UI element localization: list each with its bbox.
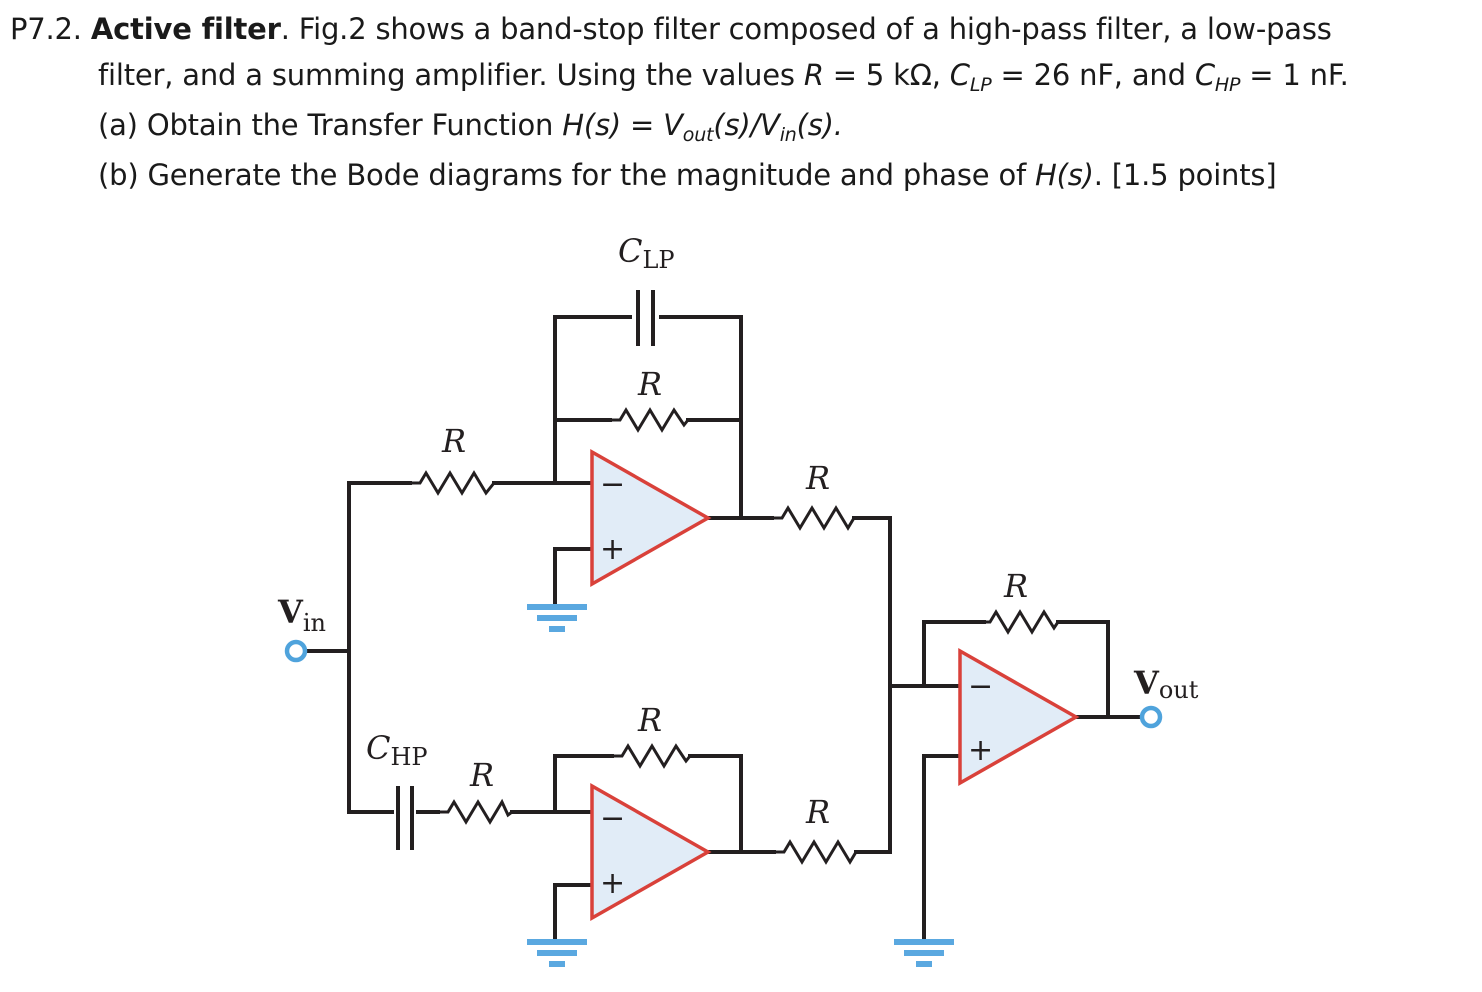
wire-hp-feedback-left	[553, 754, 614, 814]
problem-statement: P7.2. Active filter. Fig.2 shows a band-…	[10, 6, 1476, 198]
problem-line-4: (b) Generate the Bode diagrams for the m…	[10, 152, 1476, 198]
problem-number: P7.2.	[10, 12, 82, 46]
resistor-sum-feedback	[984, 609, 1060, 635]
opamp-summing-body	[958, 647, 1080, 787]
resistor-sum-top	[772, 505, 856, 531]
text-segment: =	[621, 108, 664, 142]
problem-line1-text: . Fig.2 shows a band-stop filter compose…	[280, 12, 1332, 46]
text-segment: filter, and a summing amplifier. Using t…	[98, 58, 804, 92]
resistor-sum-bottom	[774, 839, 858, 865]
ground-highpass	[527, 939, 587, 967]
label-r1: R	[441, 422, 466, 460]
ground-lowpass	[527, 604, 587, 632]
vin-terminal	[284, 639, 308, 663]
text-segment: (s).	[796, 108, 843, 142]
opamp-lowpass-minus: −	[600, 467, 625, 502]
opamp-highpass-minus: −	[600, 801, 625, 836]
wire-lp-feedback-right	[659, 315, 743, 520]
wire-left-bus	[347, 481, 412, 814]
label-r-hp-feedback: R	[637, 701, 662, 739]
label-vin: Vin	[277, 593, 326, 637]
opamp-lowpass-body	[590, 448, 712, 588]
wires	[302, 315, 1142, 939]
text-segment: (a) Obtain the Transfer Function	[98, 108, 563, 142]
problem-title: Active filter	[90, 12, 281, 46]
wire-sum-feedback-left	[922, 620, 986, 688]
label-r-sum-bottom: R	[805, 793, 830, 831]
resistors	[410, 407, 1060, 865]
wire-sum-feedback-right	[1056, 620, 1110, 719]
var-v: V	[663, 108, 683, 142]
label-r-sum-feedback: R	[1003, 567, 1028, 605]
text-segment: = 1 nF.	[1240, 58, 1349, 92]
vout-terminal	[1139, 705, 1163, 729]
var-h: H(s)	[1035, 158, 1094, 192]
opamp-highpass-plus: +	[600, 866, 625, 901]
label-chp: CHP	[366, 729, 428, 771]
wire-lp-plus-gnd	[553, 547, 592, 605]
subscript: out	[682, 124, 714, 146]
opamp-highpass: − +	[590, 782, 712, 922]
wire-sum-right-bus	[852, 516, 892, 854]
problem-line-2: filter, and a summing amplifier. Using t…	[10, 52, 1476, 102]
opamp-lowpass: − +	[590, 448, 712, 588]
text-segment: . [1.5 points]	[1093, 158, 1277, 192]
wire-hp-plus-gnd	[553, 883, 592, 939]
resistor-lp-feedback	[610, 407, 690, 433]
resistor-hp-feedback	[612, 743, 692, 769]
text-segment: = 5 kΩ,	[823, 58, 950, 92]
text-segment: (s)/	[713, 108, 761, 142]
label-r-sum-top: R	[805, 459, 830, 497]
opamp-highpass-body	[590, 782, 712, 922]
label-r-lp-feedback: R	[637, 365, 662, 403]
subscript: HP	[1214, 74, 1241, 96]
subscript: in	[779, 124, 797, 146]
wire-lp-feedback-left	[553, 315, 632, 485]
resistor-r1	[410, 470, 496, 496]
label-r-hp-series: R	[469, 756, 494, 794]
wire-sum-plus-gnd	[922, 754, 960, 939]
var-v: V	[760, 108, 780, 142]
var-h: H(s)	[562, 108, 622, 142]
component-labels: CLP R R R R R CHP R R Vin Vout	[277, 232, 1199, 831]
opamp-summing-minus: −	[968, 669, 993, 704]
var-c-hp: C	[1194, 58, 1215, 92]
var-r: R	[803, 58, 824, 92]
problem-line-3: (a) Obtain the Transfer Function H(s) = …	[10, 102, 1476, 152]
label-vout: Vout	[1133, 664, 1199, 704]
wire-hp-feedback-right	[688, 754, 743, 854]
label-clp: CLP	[618, 232, 675, 274]
problem-line-1: P7.2. Active filter. Fig.2 shows a band-…	[10, 6, 1476, 52]
opamp-summing: − +	[958, 647, 1080, 787]
text-segment: (b) Generate the Bode diagrams for the m…	[98, 158, 1036, 192]
var-c-lp: C	[949, 58, 970, 92]
ground-summing	[894, 939, 954, 967]
opamp-lowpass-plus: +	[600, 532, 625, 567]
subscript: LP	[969, 74, 992, 96]
text-segment: = 26 nF, and	[991, 58, 1195, 92]
opamp-summing-plus: +	[968, 733, 993, 768]
capacitors	[396, 290, 655, 850]
resistor-hp-series	[438, 798, 513, 825]
